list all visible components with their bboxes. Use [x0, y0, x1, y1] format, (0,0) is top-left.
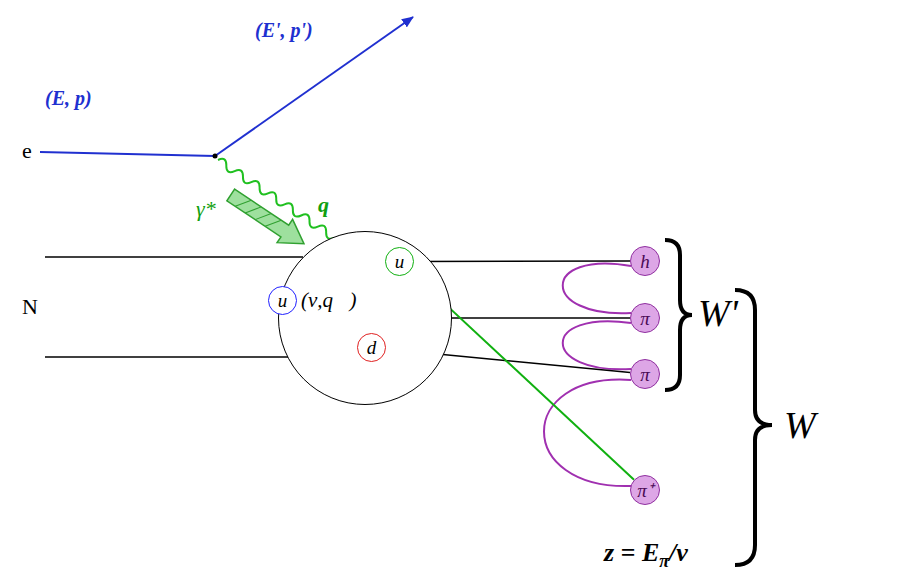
electron-in: [40, 152, 215, 156]
formula-part: π: [659, 551, 669, 571]
brace: [735, 290, 772, 565]
vertex: [213, 154, 218, 159]
string-loop: [563, 321, 631, 369]
particle-name: π: [640, 365, 650, 384]
nucleon-line: [45, 256, 303, 258]
mass-label: W': [698, 294, 738, 332]
particle-name: u: [395, 252, 405, 271]
formula-part: /ν: [669, 538, 688, 567]
kinematics-label: (ν,q⃗): [301, 290, 356, 311]
particle-name: d: [367, 338, 377, 357]
formula: z = Eπ/ν: [604, 540, 688, 570]
particle-label: e: [22, 140, 32, 162]
momentum-label: (E, p): [45, 88, 92, 108]
particle-name: π⁺: [637, 481, 653, 500]
hadron-circle: π: [630, 303, 660, 333]
quark-line: [452, 317, 630, 319]
particle-name: h: [640, 252, 650, 271]
quark-line: [414, 260, 630, 262]
particle-name: u: [278, 291, 288, 310]
photon-label: q: [318, 194, 329, 216]
hadron-circle: π⁺: [630, 475, 660, 505]
quark-circle: u: [385, 247, 414, 276]
electron-out: [215, 17, 413, 156]
nucleon-label: N: [22, 296, 38, 318]
mass-label: W: [784, 406, 816, 444]
particle-name: π: [640, 309, 650, 328]
hadron-circle: h: [630, 246, 660, 276]
hadron-circle: π: [630, 359, 660, 389]
string-loop: [544, 380, 631, 486]
formula-part: z = E: [604, 538, 659, 567]
quark-circle: d: [357, 333, 386, 362]
brace: [665, 240, 692, 390]
string-loop: [563, 264, 631, 314]
momentum-label: (E', p'): [255, 20, 313, 40]
nucleon-line: [45, 356, 288, 358]
nucleon-circle: (ν,q⃗) u u d: [278, 231, 452, 405]
quark-circle: u: [268, 286, 297, 315]
photon-label: γ*: [196, 198, 216, 220]
